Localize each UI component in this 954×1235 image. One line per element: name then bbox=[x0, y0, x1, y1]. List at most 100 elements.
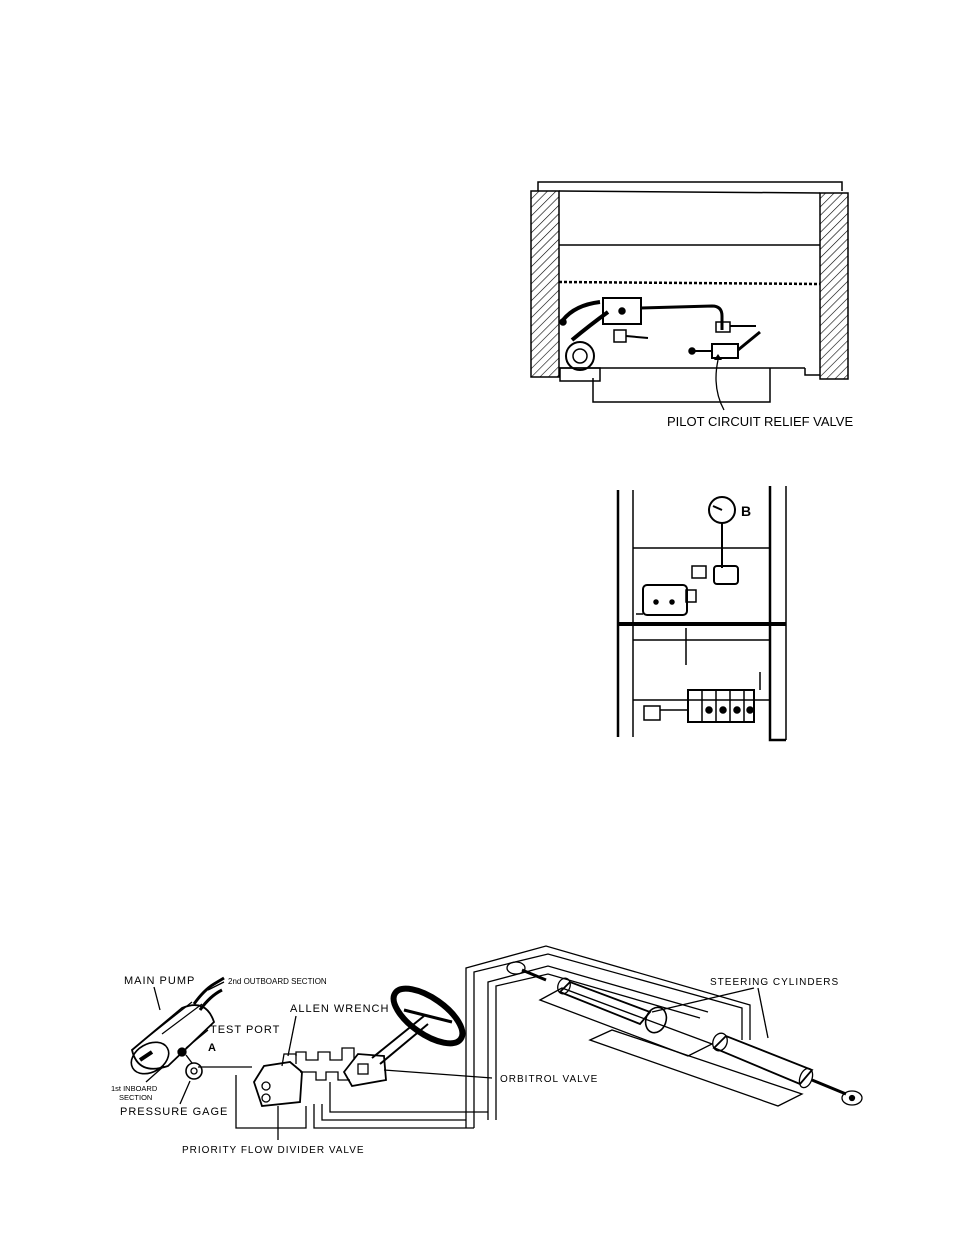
stack-port-3 bbox=[733, 706, 741, 714]
cylinder-1-cap bbox=[557, 977, 571, 995]
hydraulic-line-outer-a bbox=[465, 945, 751, 1128]
cylinder-1-barrel bbox=[558, 980, 652, 1026]
gage-hose bbox=[185, 1054, 193, 1064]
right-hatched-wall bbox=[819, 192, 849, 380]
inboard-section-label-2: SECTION bbox=[119, 1093, 152, 1102]
bottom-box bbox=[592, 368, 771, 403]
steering-cyl-leader-1 bbox=[651, 987, 755, 1013]
figure-1-compartment bbox=[530, 181, 849, 411]
hose-end bbox=[559, 318, 567, 326]
leader-arrowhead bbox=[714, 354, 722, 360]
frame-deck-line bbox=[558, 280, 821, 286]
gage-b-label: B bbox=[741, 503, 751, 519]
cylinder-1-plate bbox=[538, 987, 714, 1057]
inboard-section-label-1: 1st INBOARD bbox=[111, 1084, 158, 1093]
divider-port-2 bbox=[261, 1093, 271, 1103]
upper-valve-bolt-2 bbox=[669, 599, 675, 605]
steering-cyl-leader-2 bbox=[757, 987, 769, 1039]
outboard-section-label: 2nd OUTBOARD SECTION bbox=[228, 977, 327, 986]
relief-valve-outlet bbox=[737, 330, 761, 352]
valve-fitting-lower bbox=[613, 329, 627, 343]
allen-wrench-label: ALLEN WRENCH bbox=[290, 1003, 389, 1015]
main-pump-body bbox=[130, 1004, 216, 1070]
pump-body bbox=[565, 341, 595, 371]
pressure-gage-leader bbox=[179, 1080, 191, 1105]
cylinder-2-gland bbox=[798, 1067, 814, 1089]
top-rail bbox=[537, 181, 843, 191]
main-pump-label: MAIN PUMP bbox=[124, 975, 195, 987]
long-pipe bbox=[640, 304, 724, 330]
figure-2-housing bbox=[616, 486, 787, 742]
steering-wheel-spoke bbox=[403, 1008, 453, 1024]
stack-port-4 bbox=[746, 706, 754, 714]
pilot-circuit-relief-valve-label: PILOT CIRCUIT RELIEF VALVE bbox=[667, 414, 853, 429]
main-pump-leader bbox=[153, 986, 161, 1011]
frame-top-edge bbox=[558, 190, 821, 194]
control-valve-stack bbox=[687, 689, 755, 723]
cylinder-2-plate bbox=[588, 1029, 804, 1107]
pressure-gage-label: PRESSURE GAGE bbox=[120, 1106, 228, 1118]
inboard-leader bbox=[145, 1065, 165, 1083]
relief-valve-leader bbox=[715, 359, 725, 411]
port-a-label: A bbox=[208, 1042, 216, 1054]
test-port-fitting bbox=[177, 1047, 187, 1057]
figure-3-steering-system bbox=[130, 945, 863, 1140]
cylinder-1-clevis bbox=[506, 961, 526, 975]
cylinder-2-cap bbox=[712, 1032, 728, 1052]
allen-wrench-shape bbox=[281, 1053, 297, 1067]
orbitrol-leader bbox=[383, 1069, 493, 1079]
relief-valve-body bbox=[711, 343, 739, 359]
left-hatched-wall bbox=[530, 190, 560, 378]
stack-left-fitting bbox=[643, 705, 661, 721]
cylinder-1-gland bbox=[644, 1006, 668, 1034]
orbitrol-port bbox=[357, 1063, 369, 1075]
steering-cylinders-label: STEERING CYLINDERS bbox=[710, 977, 839, 988]
gage-b-needle bbox=[712, 505, 723, 511]
return-line-a bbox=[321, 1104, 466, 1121]
pump-section-line-1 bbox=[143, 1001, 193, 1041]
cylinder-2-barrel bbox=[712, 1034, 814, 1086]
outboard-port-tube bbox=[192, 976, 225, 1005]
pump-to-block-pipe bbox=[570, 310, 610, 342]
serpentine-line-a bbox=[295, 1047, 355, 1061]
valve-block-bolt bbox=[618, 307, 626, 315]
stack-port-1 bbox=[705, 706, 713, 714]
priority-flow-divider-label: PRIORITY FLOW DIVIDER VALVE bbox=[182, 1145, 365, 1156]
orbitrol-valve-label: ORBITROL VALVE bbox=[500, 1074, 598, 1085]
upper-valve-block bbox=[642, 584, 688, 616]
pump-section-line-2 bbox=[161, 1003, 203, 1035]
priority-flow-divider-body bbox=[253, 1061, 303, 1107]
return-line-c bbox=[329, 1082, 488, 1113]
pressure-gage-dial bbox=[185, 1062, 203, 1080]
steering-column-a bbox=[371, 1015, 425, 1059]
upper-valve-bolt-1 bbox=[653, 599, 659, 605]
pump-shaft bbox=[138, 1050, 154, 1062]
cylinder-1-rod-end bbox=[521, 968, 547, 982]
test-port-leader bbox=[185, 1029, 209, 1049]
pump-base bbox=[559, 367, 601, 382]
small-fitting bbox=[691, 565, 707, 579]
valve-block bbox=[602, 297, 642, 325]
cylinder-2-rod bbox=[811, 1078, 847, 1096]
upper-valve-cap bbox=[685, 589, 697, 603]
valve-fitting-stem bbox=[625, 335, 649, 339]
pump-hub bbox=[572, 348, 588, 364]
test-port-label: TEST PORT bbox=[210, 1024, 280, 1036]
stack-port-2 bbox=[719, 706, 727, 714]
serpentine-line-b bbox=[300, 1071, 350, 1081]
pressure-gage-center bbox=[190, 1067, 198, 1075]
hydraulic-line-outer-b bbox=[473, 953, 743, 1128]
allen-wrench-leader bbox=[287, 1015, 297, 1057]
right-outer-post bbox=[768, 486, 786, 742]
outboard-port-tube-2 bbox=[198, 988, 223, 1011]
orbitrol-valve-body bbox=[342, 1053, 387, 1087]
outboard-leader bbox=[207, 981, 225, 991]
gage-fitting bbox=[713, 565, 739, 585]
frame-floor-step bbox=[804, 368, 820, 376]
cylinder-2-clevis bbox=[841, 1090, 863, 1106]
left-hose bbox=[561, 300, 601, 322]
hydraulic-line-inner-b bbox=[495, 973, 701, 1120]
main-pump-face bbox=[130, 1041, 170, 1075]
divider-port-1 bbox=[261, 1081, 271, 1091]
